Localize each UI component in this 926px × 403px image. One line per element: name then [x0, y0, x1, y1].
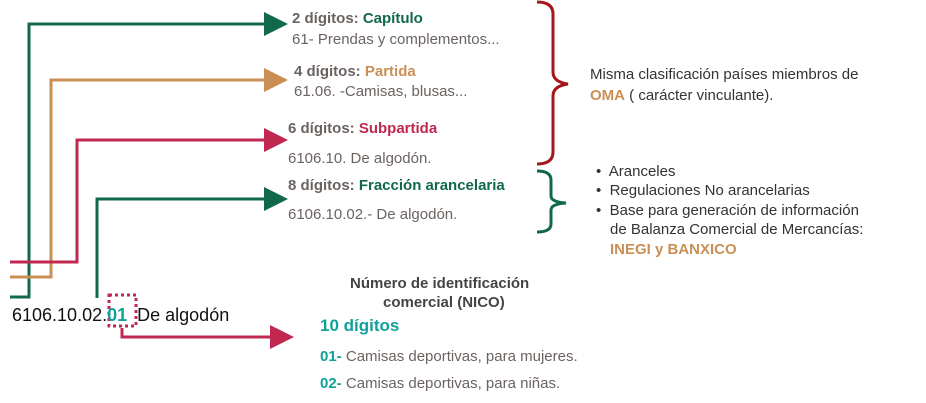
- level-fraccion: 8 dígitos: Fracción arancelaria: [288, 177, 505, 194]
- level-example: 61- Prendas y complementos...: [292, 31, 500, 48]
- code-desc: De algodón: [137, 305, 230, 325]
- capitulo-arrow: [10, 12, 288, 299]
- code-nico: 01: [107, 305, 128, 325]
- bullet-text: Regulaciones No arancelarias: [609, 182, 810, 199]
- level-name: Subpartida: [358, 120, 438, 137]
- level-partida: 4 dígitos: Partida: [294, 63, 416, 80]
- level-example: 6106.10. De algodón.: [288, 150, 432, 167]
- bullet-item: • Regulaciones No arancelarias: [596, 182, 810, 199]
- oma-note-line1: Misma clasificación países miembros de: [590, 66, 859, 83]
- bullet-item: • Aranceles: [596, 163, 676, 180]
- full-code: 6106.10.02.01 De algodón: [12, 305, 229, 326]
- nico-code: 01-: [320, 348, 342, 365]
- level-example: 6106.10.02.- De algodón.: [288, 206, 458, 223]
- nico-digits: 10 dígitos: [320, 316, 400, 335]
- nico-code: 02-: [320, 375, 342, 392]
- digits-label: 2 dígitos:: [292, 10, 359, 27]
- level-name: Fracción arancelaria: [358, 177, 505, 194]
- code-base: 6106.10.02.: [12, 305, 108, 325]
- bullet-text: Aranceles: [608, 163, 676, 180]
- digits-label: 8 dígitos:: [288, 177, 355, 194]
- red-brace: [536, 0, 569, 166]
- nico-title-1: Número de identificación: [350, 275, 530, 292]
- digits-label: 4 dígitos:: [294, 63, 361, 80]
- oma-note-text: ( carácter vinculante).: [629, 87, 774, 104]
- fraccion-arrow: [95, 187, 288, 298]
- level-name: Capítulo: [362, 10, 423, 27]
- level-capitulo: 2 dígitos: Capítulo: [292, 10, 423, 27]
- bullet-continuation: de Balanza Comercial de Mercancías:: [610, 221, 864, 238]
- nico-item: 02- Camisas deportivas, para niñas.: [320, 375, 560, 392]
- nico-item: 01- Camisas deportivas, para mujeres.: [320, 348, 578, 365]
- nico-arrow: [120, 325, 294, 349]
- level-subpartida: 6 dígitos: Subpartida: [288, 120, 437, 137]
- digits-label: 6 dígitos:: [288, 120, 355, 137]
- nico-highlight-box: [107, 293, 138, 328]
- level-name: Partida: [364, 63, 416, 80]
- bullet-highlight: INEGI y BANXICO: [610, 241, 737, 258]
- bullet-text: Base para generación de información: [609, 202, 859, 219]
- oma-label: OMA: [590, 87, 625, 104]
- bullet-item: • Base para generación de información: [596, 202, 859, 219]
- green-brace: [536, 169, 567, 234]
- nico-desc: Camisas deportivas, para mujeres.: [345, 348, 578, 365]
- partida-arrow: [10, 68, 288, 279]
- level-example: 61.06. -Camisas, blusas...: [294, 83, 468, 100]
- subpartida-arrow: [10, 128, 288, 264]
- oma-note-line2: OMA ( carácter vinculante).: [590, 87, 773, 104]
- nico-title-2: comercial (NICO): [383, 294, 505, 311]
- nico-desc: Camisas deportivas, para niñas.: [345, 375, 561, 392]
